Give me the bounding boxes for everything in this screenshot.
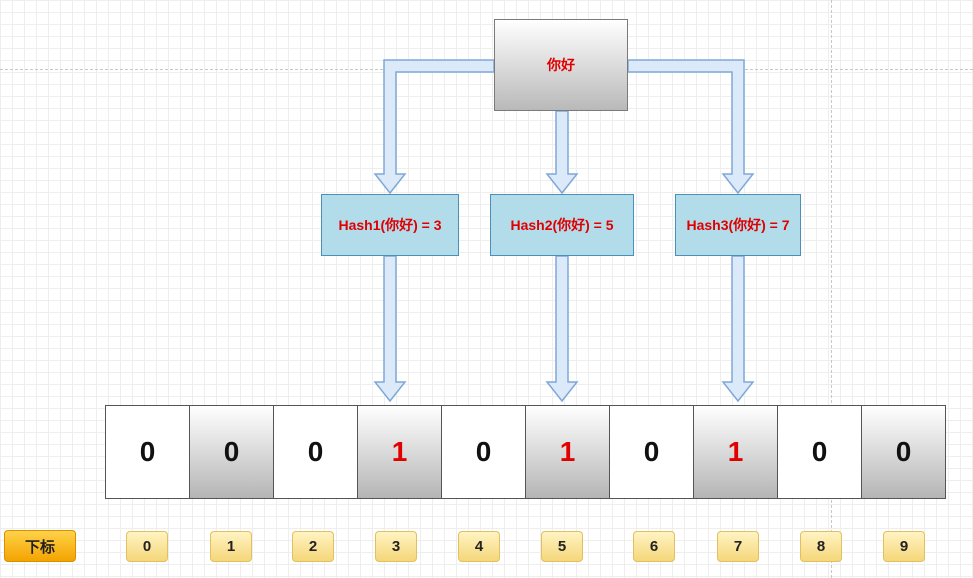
index-0: 0 [126,531,168,562]
bit-cell-7: 1 [694,406,778,498]
bit-cell-2: 0 [274,406,358,498]
source-element-label: 你好 [547,57,575,73]
bit-cell-1: 0 [190,406,274,498]
index-5: 5 [541,531,583,562]
arrow-hash3-to-bit7 [721,255,755,403]
bit-cell-0: 0 [106,406,190,498]
arrow-hash1-to-bit3 [373,255,407,403]
bit-cell-3: 1 [358,406,442,498]
index-9: 9 [883,531,925,562]
hash-function-1-label: Hash1(你好) = 3 [338,217,442,233]
arrow-source-to-hash2 [545,110,579,195]
source-element-box: 你好 [494,19,628,111]
index-8: 8 [800,531,842,562]
bit-cell-4: 0 [442,406,526,498]
bit-cell-9: 0 [862,406,945,498]
bit-cell-6: 0 [610,406,694,498]
arrow-hash2-to-bit5 [545,255,579,403]
bit-array: 0 0 0 1 0 1 0 1 0 0 [105,405,946,499]
index-row-label: 下标 [4,530,76,562]
bit-cell-8: 0 [778,406,862,498]
hash-function-3-box: Hash3(你好) = 7 [675,194,801,256]
index-7: 7 [717,531,759,562]
guide-line-vertical [831,0,832,578]
index-3: 3 [375,531,417,562]
hash-function-2-label: Hash2(你好) = 5 [510,217,614,233]
arrow-source-to-hash1 [373,59,495,195]
hash-function-2-box: Hash2(你好) = 5 [490,194,634,256]
hash-function-3-label: Hash3(你好) = 7 [686,217,790,233]
index-2: 2 [292,531,334,562]
hash-function-1-box: Hash1(你好) = 3 [321,194,459,256]
index-1: 1 [210,531,252,562]
arrow-source-to-hash3 [627,59,755,195]
bit-cell-5: 1 [526,406,610,498]
index-6: 6 [633,531,675,562]
index-4: 4 [458,531,500,562]
